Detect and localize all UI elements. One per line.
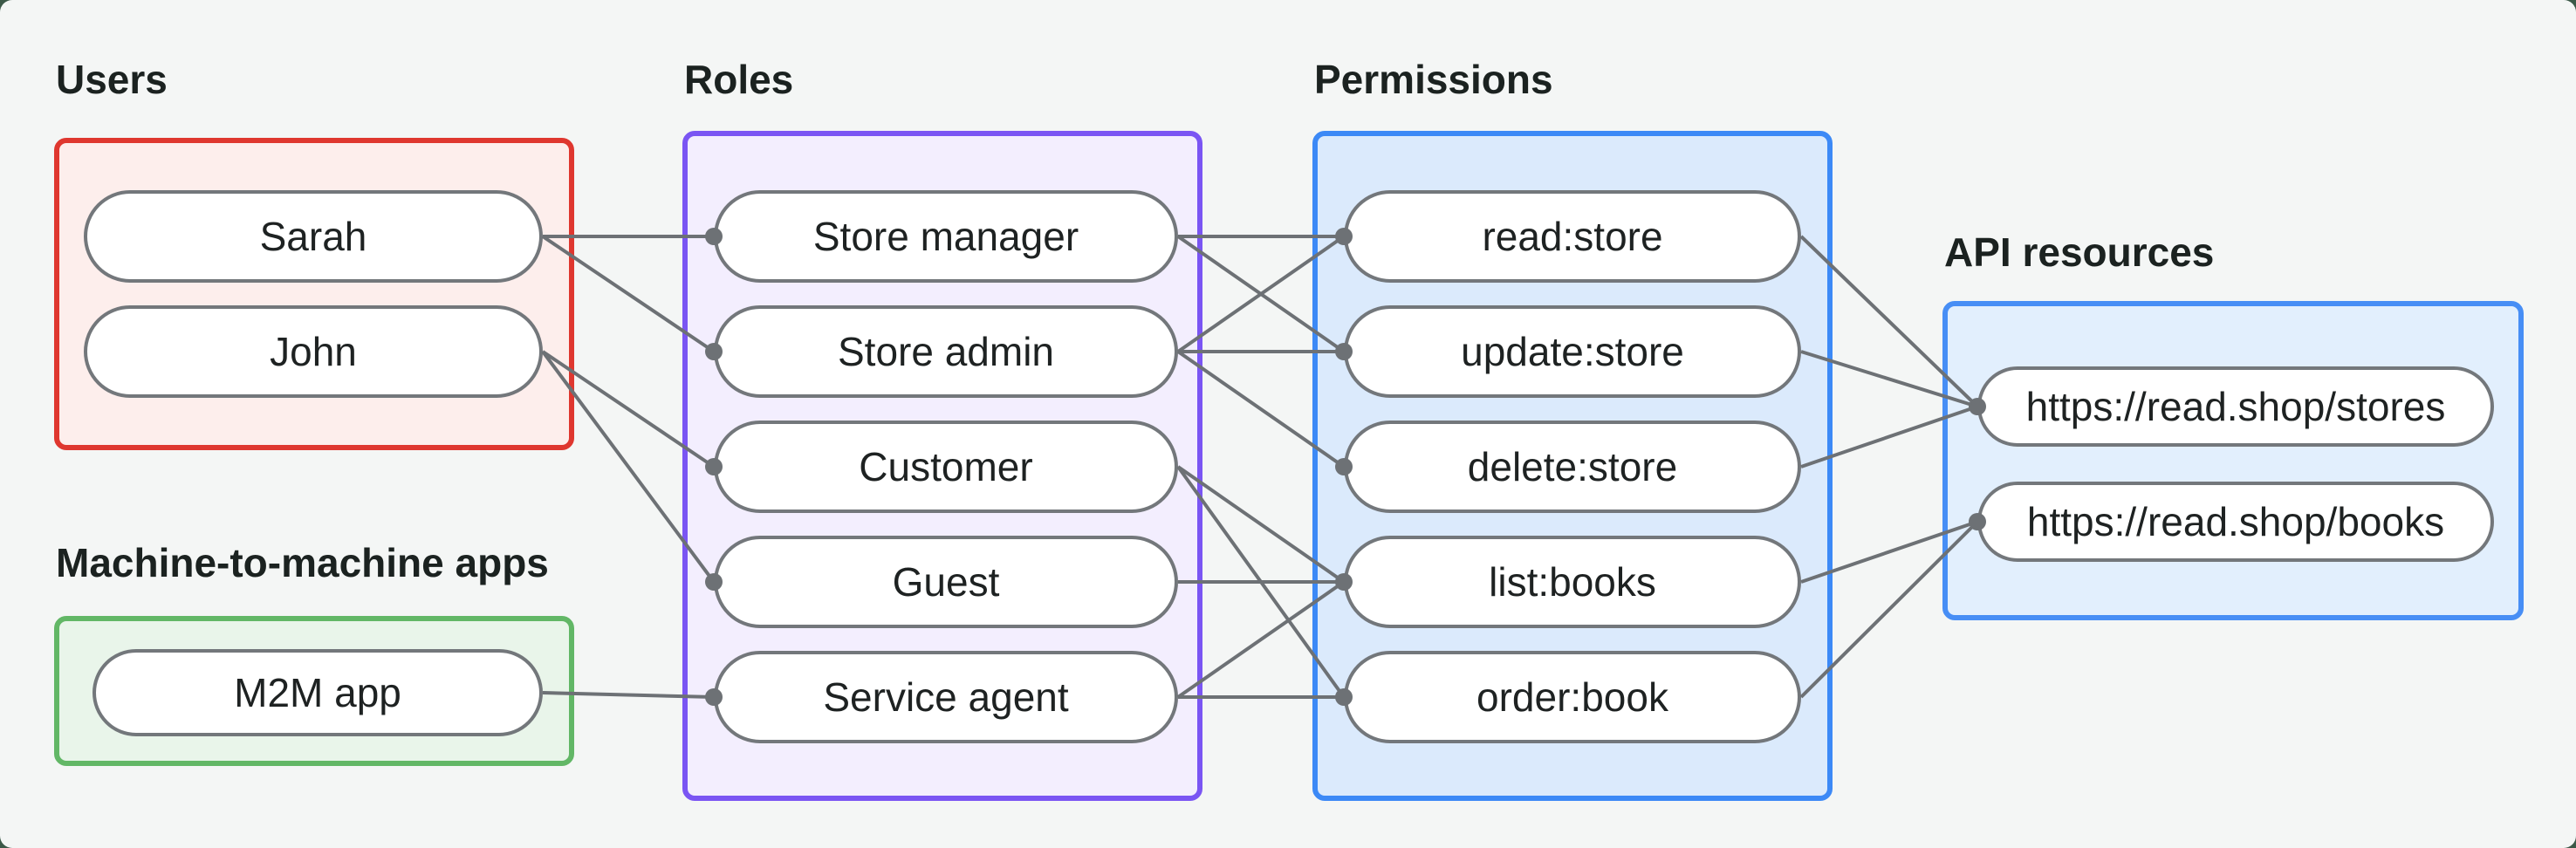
node-pill-guest: Guest	[714, 536, 1178, 628]
node-pill-books-api: https://read.shop/books	[1977, 482, 2494, 562]
node-pill-order-book: order:book	[1344, 651, 1801, 743]
node-pill-john: John	[84, 305, 543, 398]
node-pill-customer: Customer	[714, 421, 1178, 513]
node-pill-sarah: Sarah	[84, 190, 543, 283]
node-pill-stores-api: https://read.shop/stores	[1977, 366, 2494, 447]
node-pill-store-admin: Store admin	[714, 305, 1178, 398]
group-label-api-resources: API resources	[1944, 229, 2215, 275]
group-label-machine-to-machine-apps: Machine-to-machine apps	[56, 540, 549, 585]
node-pill-store-manager: Store manager	[714, 190, 1178, 283]
node-pill-list-books: list:books	[1344, 536, 1801, 628]
group-label-roles: Roles	[684, 57, 794, 102]
node-pill-m2m-app: M2M app	[92, 649, 543, 736]
group-box-api-resources	[1942, 301, 2524, 620]
node-pill-read-store: read:store	[1344, 190, 1801, 283]
node-pill-delete-store: delete:store	[1344, 421, 1801, 513]
node-pill-update-store: update:store	[1344, 305, 1801, 398]
group-label-users: Users	[56, 57, 168, 102]
node-pill-service-agent: Service agent	[714, 651, 1178, 743]
group-box-users	[54, 138, 574, 450]
group-label-permissions: Permissions	[1314, 57, 1553, 102]
